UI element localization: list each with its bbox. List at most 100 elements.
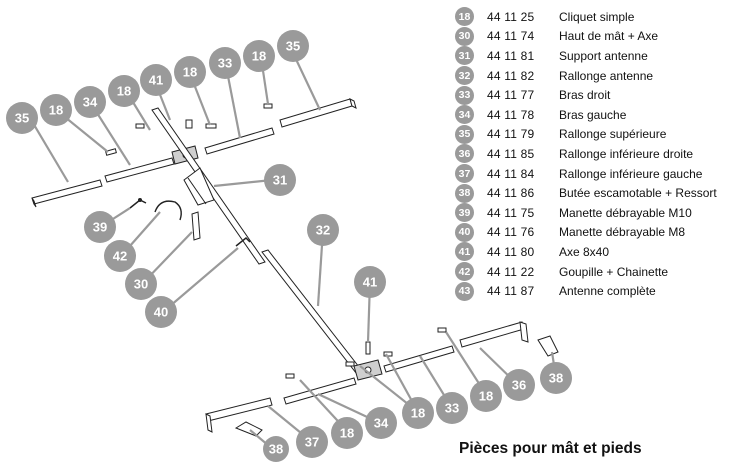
legend-number-badge: 37 — [455, 164, 474, 184]
callout-39: 39 — [84, 211, 116, 243]
upper-right-extension-35 — [279, 98, 357, 128]
legend-number-badge: 39 — [455, 203, 474, 223]
legend-part-code: 44 11 80 — [487, 244, 535, 259]
callout-18: 18 — [243, 40, 275, 72]
legend-row: 36 44 11 85 Rallonge inférieure droite — [455, 144, 747, 164]
legend-number-badge: 38 — [455, 183, 474, 203]
legend-row: 38 44 11 86 Butée escamotable + Ressort — [455, 183, 747, 203]
legend-part-label: Haut de mât + Axe — [559, 29, 659, 44]
mast-top-piece-30 — [191, 211, 201, 241]
legend-part-label: Rallonge inférieure gauche — [559, 166, 703, 181]
stop-38-left — [234, 421, 263, 437]
legend-part-code: 44 11 22 — [487, 264, 535, 279]
svg-text:32: 32 — [316, 223, 330, 238]
svg-text:18: 18 — [340, 426, 354, 441]
callout-35-upper-right: 35 — [277, 30, 309, 62]
legend-part-code: 44 11 81 — [487, 48, 535, 63]
callout-38-right: 38 — [540, 362, 572, 394]
callout-34-upper: 34 — [74, 86, 106, 118]
callout-31: 31 — [264, 164, 296, 196]
lower-right-arm-33 — [383, 345, 455, 373]
lower-left-arm-34 — [283, 377, 357, 405]
legend-number-badge: 43 — [455, 281, 474, 301]
legend-part-label: Support antenne — [559, 48, 648, 63]
legend-part-code: 44 11 25 — [487, 9, 535, 24]
legend-part-code: 44 11 84 — [487, 166, 535, 181]
svg-text:18: 18 — [183, 65, 197, 80]
antenna-extension-32 — [261, 249, 367, 379]
svg-text:39: 39 — [93, 220, 107, 235]
legend-part-code: 44 11 79 — [487, 127, 535, 142]
legend-row: 37 44 11 84 Rallonge inférieure gauche — [455, 164, 747, 184]
callout-33-lower: 33 — [436, 392, 468, 424]
handle-40 — [235, 236, 251, 247]
legend-part-label: Cliquet simple — [559, 9, 635, 24]
legend-part-code: 44 11 76 — [487, 225, 535, 240]
svg-text:35: 35 — [15, 111, 29, 126]
legend-part-code: 44 11 86 — [487, 186, 535, 201]
callout-18: 18 — [40, 94, 72, 126]
svg-text:42: 42 — [113, 249, 127, 264]
callout-18: 18 — [402, 397, 434, 429]
svg-text:18: 18 — [49, 103, 63, 118]
legend-number-badge: 34 — [455, 105, 474, 125]
legend-number-badge: 40 — [455, 222, 474, 242]
legend-part-label: Goupille + Chainette — [559, 264, 669, 279]
legend-row: 40 44 11 76 Manette débrayable M8 — [455, 222, 747, 243]
svg-text:18: 18 — [252, 49, 266, 64]
svg-text:30: 30 — [134, 277, 148, 292]
callout-32: 32 — [307, 214, 339, 246]
callout-35-upper-left: 35 — [6, 102, 38, 134]
antenna-support-31 — [183, 167, 215, 206]
lower-left-extension-37 — [205, 397, 273, 433]
svg-text:33: 33 — [218, 56, 232, 71]
svg-text:41: 41 — [149, 73, 163, 88]
mast-top-30 — [151, 107, 266, 265]
callout-37: 37 — [296, 426, 328, 458]
callout-18: 18 — [470, 380, 502, 412]
legend-part-label: Antenne complète — [559, 284, 656, 299]
legend-number-badge: 42 — [455, 262, 474, 282]
legend-part-label: Butée escamotable + Ressort — [559, 186, 717, 201]
legend-number-badge: 31 — [455, 46, 474, 66]
callout-38-left: 38 — [263, 436, 289, 462]
callout-40: 40 — [145, 296, 177, 328]
upper-left-extension-35 — [31, 179, 103, 208]
legend-part-label: Axe 8x40 — [559, 244, 610, 259]
svg-text:18: 18 — [411, 406, 425, 421]
svg-text:38: 38 — [269, 442, 283, 457]
legend-part-code: 44 11 85 — [487, 146, 535, 161]
svg-text:40: 40 — [154, 305, 168, 320]
callout-41-lower: 41 — [354, 266, 386, 298]
svg-text:31: 31 — [273, 173, 287, 188]
legend-number-badge: 36 — [455, 144, 474, 164]
svg-text:18: 18 — [479, 389, 493, 404]
callout-18: 18 — [331, 417, 363, 449]
legend-part-label: Bras droit — [559, 88, 611, 103]
legend-number-badge: 33 — [455, 85, 474, 105]
legend-number-badge: 35 — [455, 124, 474, 144]
callout-42: 42 — [104, 240, 136, 272]
callout-41-upper: 41 — [140, 64, 172, 96]
upper-right-arm-33 — [204, 127, 275, 155]
legend-part-label: Manette débrayable M8 — [559, 225, 686, 240]
svg-text:35: 35 — [286, 39, 300, 54]
callout-36: 36 — [503, 369, 535, 401]
callout-34-lower: 34 — [365, 407, 397, 439]
legend-part-label: Manette débrayable M10 — [559, 205, 692, 220]
lower-hub — [353, 359, 383, 381]
legend-number-badge: 32 — [455, 66, 474, 86]
legend-part-label: Rallonge inférieure droite — [559, 146, 694, 161]
svg-text:41: 41 — [363, 275, 377, 290]
svg-text:36: 36 — [512, 378, 526, 393]
legend-part-code: 44 11 78 — [487, 107, 535, 122]
legend-part-code: 44 11 82 — [487, 68, 535, 83]
svg-text:33: 33 — [445, 401, 459, 416]
